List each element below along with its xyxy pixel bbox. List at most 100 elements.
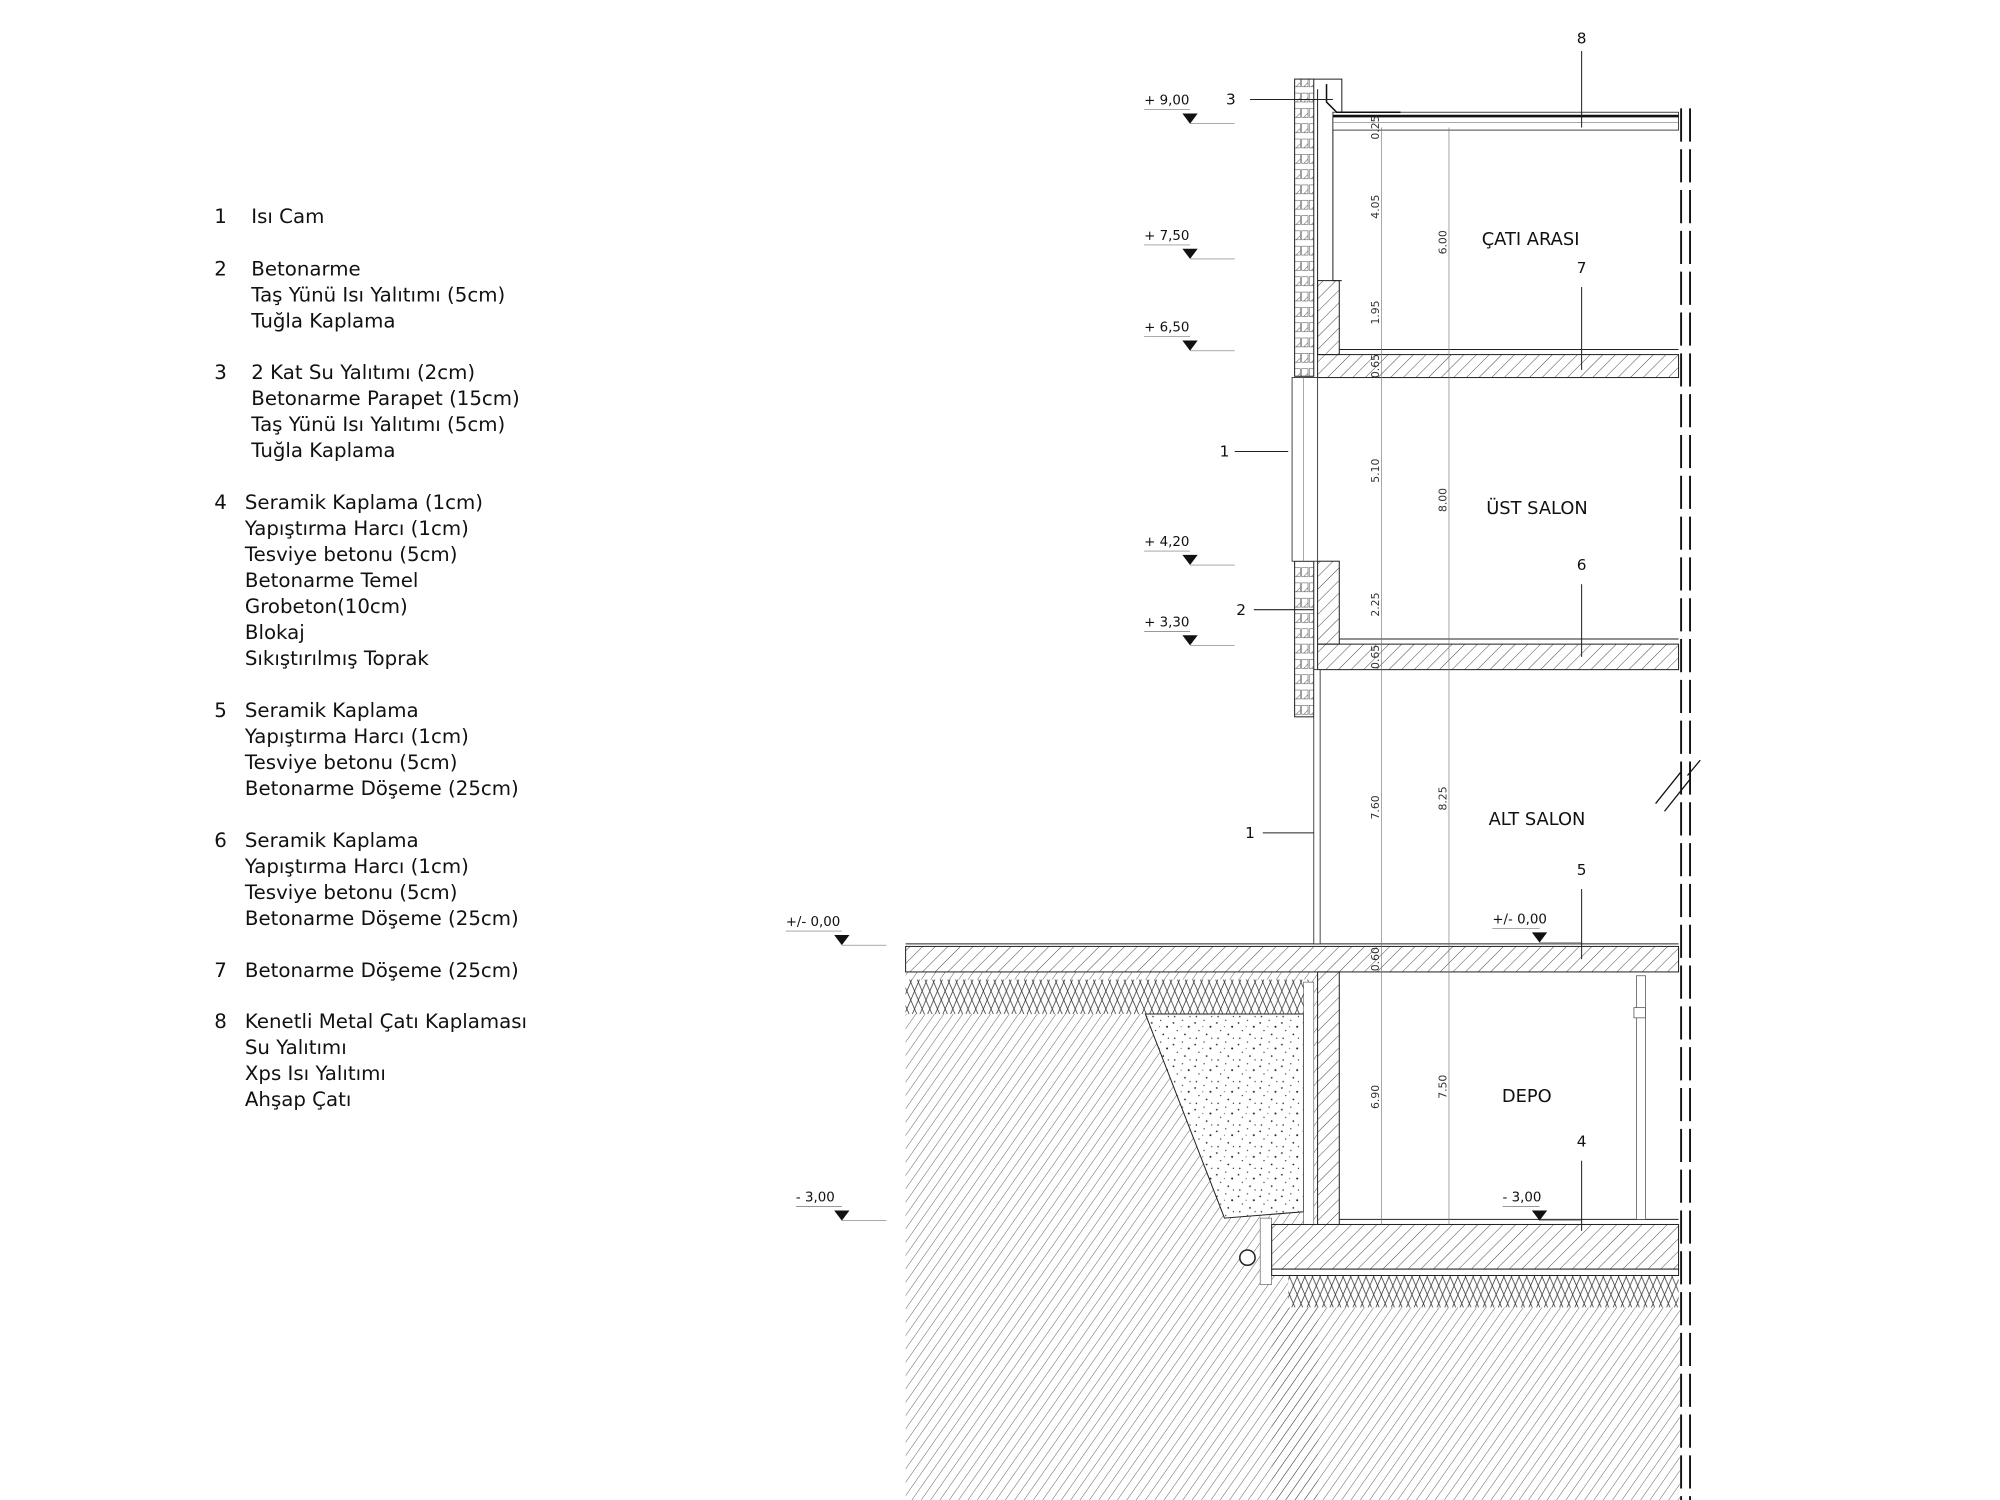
elevation-marker: +/- 0,00 (786, 915, 887, 946)
legend-line: Betonarme Döşeme (25cm) (245, 907, 519, 930)
dimension-label: 4.05 (1369, 195, 1382, 219)
callout: 1 (1245, 824, 1314, 842)
legend-line: Grobeton(10cm) (245, 595, 408, 618)
callout-number: 1 (1220, 443, 1230, 461)
legend-line: Betonarme Döşeme (25cm) (245, 959, 519, 982)
room-label: ALT SALON (1489, 809, 1586, 830)
legend-line: Kenetli Metal Çatı Kaplaması (245, 1010, 527, 1033)
legend-line: Yapıştırma Harcı (1cm) (244, 855, 469, 878)
legend-line: Tesviye betonu (5cm) (244, 881, 458, 904)
legend-number: 3 (214, 361, 227, 384)
drain-pipe-icon (1239, 1249, 1256, 1267)
elevation-marker: + 4,20 (1144, 535, 1235, 566)
elevation-label: + 6,50 (1144, 321, 1189, 336)
callout-number: 8 (1577, 29, 1587, 47)
legend-line: Yapıştırma Harcı (1cm) (244, 725, 469, 748)
legend-number: 1 (214, 205, 227, 228)
dimension-label: 5.10 (1369, 459, 1382, 483)
callout: 2 (1236, 601, 1314, 619)
elevation-label: + 3,30 (1144, 615, 1189, 630)
elevation-label: + 9,00 (1144, 94, 1189, 109)
structure (905, 78, 1680, 1277)
dimension-label: 8.25 (1436, 786, 1449, 810)
legend-line: Seramik Kaplama (1cm) (245, 491, 483, 514)
legend-line: Yapıştırma Harcı (1cm) (244, 517, 469, 540)
elevation-label: +/- 0,00 (786, 915, 841, 930)
callout-number: 3 (1226, 91, 1236, 109)
callout: 3 (1226, 91, 1333, 109)
legend-line: Taş Yünü Isı Yalıtımı (5cm) (250, 284, 505, 307)
legend-line: Sıkıştırılmış Toprak (245, 647, 430, 670)
legend-line: Betonarme Döşeme (25cm) (245, 777, 519, 800)
legend-number: 5 (214, 699, 227, 722)
elevation-marker: + 3,30 (1144, 615, 1235, 646)
elevation-marker: - 3,00 (1503, 1191, 1582, 1221)
elevation-marker: + 7,50 (1144, 229, 1235, 260)
legend-number: 8 (214, 1010, 227, 1033)
level-triangle-icon (1182, 340, 1198, 351)
legend-line: 2 Kat Su Yalıtımı (2cm) (251, 361, 475, 384)
level-triangle-icon (834, 934, 850, 946)
legend-line: Seramik Kaplama (245, 699, 419, 722)
callout-number: 4 (1577, 1133, 1587, 1151)
legend-line: Isı Cam (251, 205, 324, 228)
legend-number: 2 (214, 258, 227, 281)
legend-number: 7 (214, 959, 227, 982)
callout-number: 6 (1577, 556, 1587, 574)
legend-line: Betonarme (251, 258, 360, 281)
legend-number: 6 (214, 829, 227, 852)
elevation-label: - 3,00 (1503, 1191, 1542, 1206)
dimension-label: 7.50 (1436, 1075, 1449, 1099)
elevation-marker: +/- 0,00 (1492, 912, 1582, 943)
callout-number: 5 (1577, 861, 1587, 879)
legend-line: Tuğla Kaplama (250, 439, 395, 462)
legend-line: Betonarme Temel (245, 569, 418, 592)
elevation-marker: - 3,00 (795, 1191, 887, 1221)
level-triangle-icon (1531, 932, 1548, 943)
elevation-label: + 4,20 (1144, 535, 1189, 550)
legend-line: Xps Isı Yalıtımı (245, 1062, 386, 1085)
dimension-label: 2.25 (1369, 593, 1382, 617)
dimension-label: 6.00 (1436, 230, 1449, 254)
level-triangle-icon (1182, 554, 1198, 566)
callout: 8 (1577, 29, 1587, 128)
protection-board (1303, 981, 1315, 1225)
callout: 5 (1577, 861, 1587, 960)
dimension-label: 7.60 (1369, 795, 1382, 819)
legend-number: 4 (214, 491, 227, 514)
legend-line: Ahşap Çatı (245, 1088, 351, 1111)
elevation-label: +/- 0,00 (1492, 912, 1547, 927)
elevation-label: - 3,00 (796, 1191, 835, 1206)
level-triangle-icon (1182, 248, 1198, 259)
dimension-label: 6.90 (1369, 1085, 1382, 1109)
callout-number: 1 (1245, 824, 1255, 842)
room-label: ÜST SALON (1486, 497, 1588, 519)
callout-number: 2 (1236, 601, 1246, 619)
callout: 6 (1577, 556, 1587, 657)
legend-line: Blokaj (245, 621, 305, 644)
dimension-label: 0.25 (1369, 115, 1382, 139)
section-break-boundary (1655, 108, 1701, 1500)
legend-line: Tesviye betonu (5cm) (244, 751, 458, 774)
legend-line: Tesviye betonu (5cm) (244, 543, 458, 566)
legend-line: Taş Yünü Isı Yalıtımı (5cm) (250, 413, 505, 436)
column-detail (1636, 975, 1646, 1220)
dimension-label: 0.65 (1369, 354, 1382, 378)
level-triangle-icon (1182, 113, 1198, 124)
level-triangle-icon (1531, 1210, 1548, 1221)
room-label: ÇATI ARASI (1482, 229, 1580, 250)
lower-glazing (1313, 669, 1321, 945)
level-triangle-icon (1182, 635, 1198, 646)
dimension-label: 8.00 (1436, 488, 1449, 512)
callout: 4 (1577, 1133, 1587, 1231)
dimension-label: 0.65 (1369, 645, 1382, 669)
elevation-label: + 7,50 (1144, 229, 1189, 244)
elevation-marker: + 6,50 (1144, 321, 1235, 352)
legend-line: Seramik Kaplama (245, 829, 419, 852)
callout-number: 7 (1577, 259, 1587, 277)
callout: 1 (1220, 443, 1289, 461)
legend-line: Su Yalıtımı (245, 1036, 347, 1059)
upper-glazing (1291, 377, 1319, 562)
